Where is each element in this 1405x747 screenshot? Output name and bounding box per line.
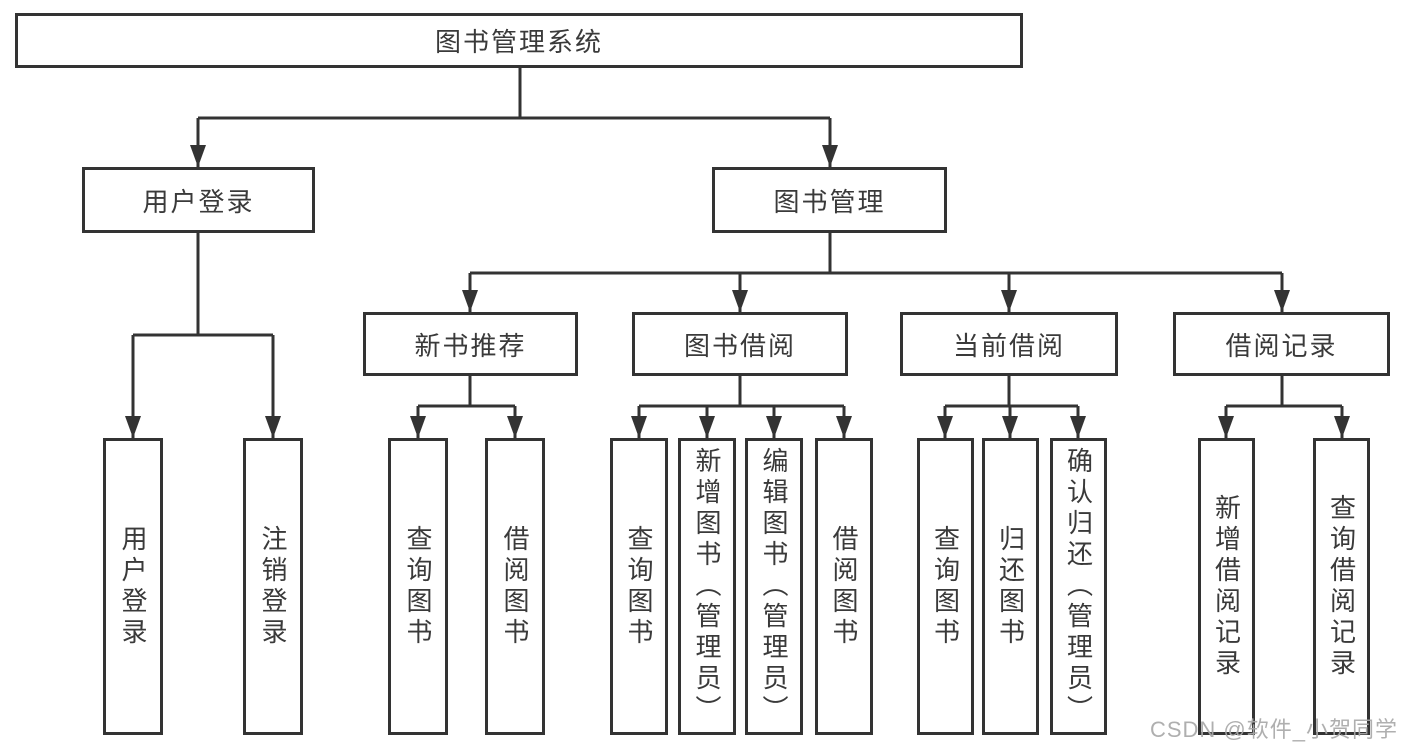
- leaf-user-login: 用户登录: [103, 438, 163, 735]
- connector-arrows: [125, 118, 1350, 438]
- node-root: 图书管理系统: [15, 13, 1023, 68]
- node-current-borrow: 当前借阅: [900, 312, 1118, 376]
- node-borrow-record: 借阅记录: [1173, 312, 1390, 376]
- watermark: CSDN @软件_小贺同学: [1149, 717, 1398, 742]
- node-book-management: 图书管理: [712, 167, 947, 233]
- leaf-query-borrow-record: 查询借阅记录: [1313, 438, 1370, 735]
- leaf-return-book: 归还图书: [982, 438, 1039, 735]
- leaf-edit-book-admin: 编辑图书（管理员）: [745, 438, 803, 735]
- node-user-login: 用户登录: [82, 167, 315, 233]
- leaf-borrow-book-recommend: 借阅图书: [485, 438, 545, 735]
- leaf-query-book-borrow: 查询图书: [610, 438, 668, 735]
- node-book-borrow: 图书借阅: [632, 312, 848, 376]
- leaf-query-book-recommend: 查询图书: [388, 438, 448, 735]
- leaf-confirm-return-admin: 确认归还（管理员）: [1050, 438, 1107, 735]
- leaf-query-book-current: 查询图书: [917, 438, 974, 735]
- node-new-book-recommend: 新书推荐: [363, 312, 578, 376]
- leaf-add-borrow-record: 新增借阅记录: [1198, 438, 1255, 735]
- leaf-borrow-book: 借阅图书: [815, 438, 873, 735]
- connector-trunks: [133, 68, 1342, 408]
- leaf-add-book-admin: 新增图书（管理员）: [678, 438, 736, 735]
- leaf-logout-login: 注销登录: [243, 438, 303, 735]
